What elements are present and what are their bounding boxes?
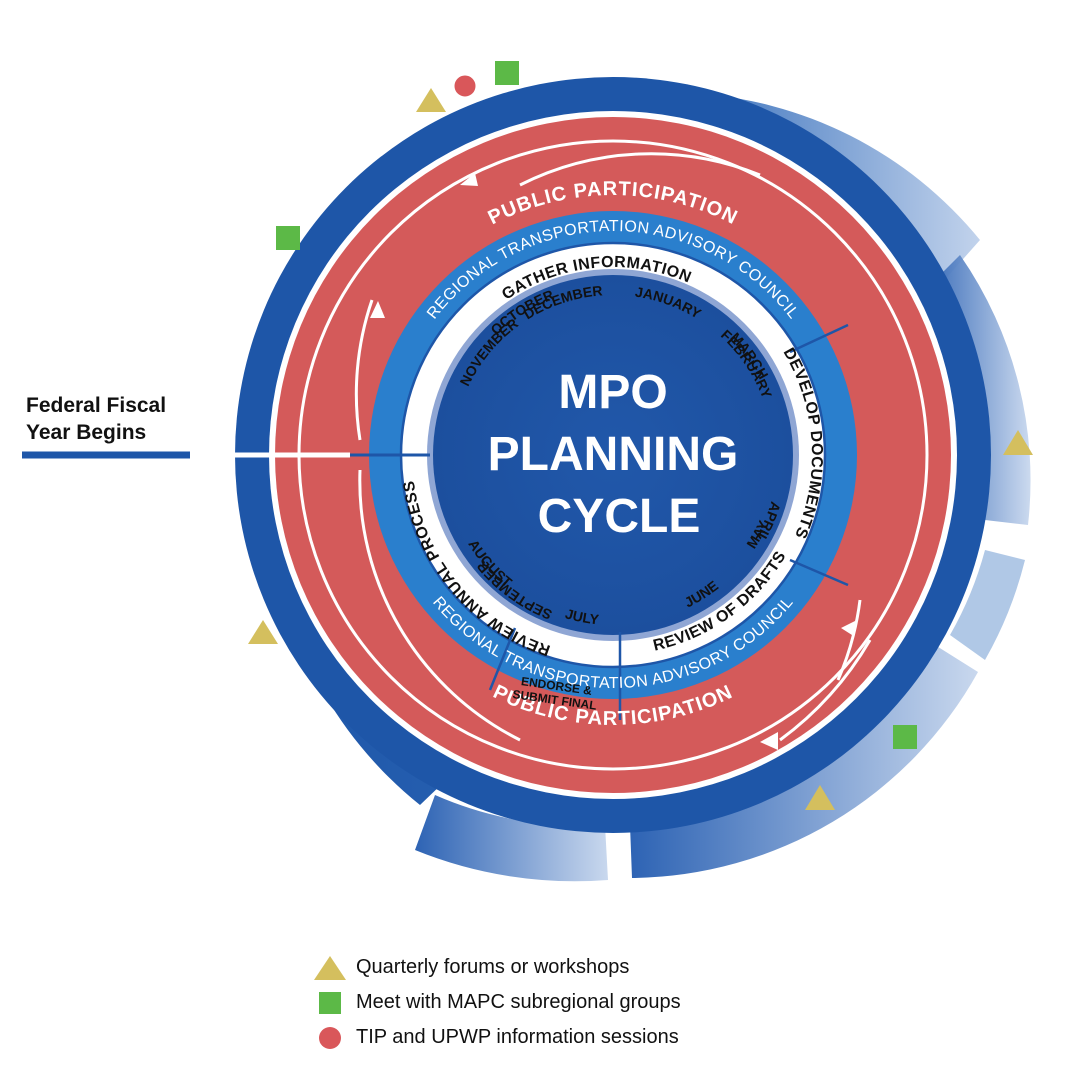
circle-icon (453, 74, 477, 98)
triangle-icon (805, 785, 835, 810)
square-icon (495, 61, 519, 85)
triangle-icon (1003, 430, 1033, 455)
legend-item: TIP and UPWP information sessions (312, 1020, 681, 1055)
callout-line2: Year Begins (26, 421, 147, 444)
event-markers (248, 61, 1033, 810)
legend-label: Meet with MAPC subregional groups (356, 991, 681, 1013)
legend: Quarterly forums or workshops Meet with … (312, 950, 681, 1055)
square-icon (893, 725, 917, 749)
circle-icon (312, 1023, 348, 1053)
fiscal-year-callout: Federal Fiscal Year Begins (26, 392, 166, 446)
legend-item: Meet with MAPC subregional groups (312, 985, 681, 1020)
triangle-icon (312, 953, 348, 983)
cycle-arrows (354, 152, 872, 750)
callout-line1: Federal Fiscal (26, 394, 167, 417)
svg-text:JULY: JULY (564, 605, 601, 627)
title-line2: PLANNING (488, 428, 739, 481)
center-title: MPO PLANNING CYCLE (488, 366, 739, 543)
legend-label: Quarterly forums or workshops (356, 956, 630, 978)
square-icon (312, 988, 348, 1018)
triangle-icon (416, 88, 446, 112)
title-line1: MPO (558, 366, 667, 419)
month-july: JULY (564, 605, 601, 627)
triangle-icon (248, 620, 278, 644)
legend-item: Quarterly forums or workshops (312, 950, 681, 985)
square-icon (276, 226, 300, 250)
legend-label: TIP and UPWP information sessions (356, 1026, 679, 1048)
title-line3: CYCLE (538, 490, 701, 543)
